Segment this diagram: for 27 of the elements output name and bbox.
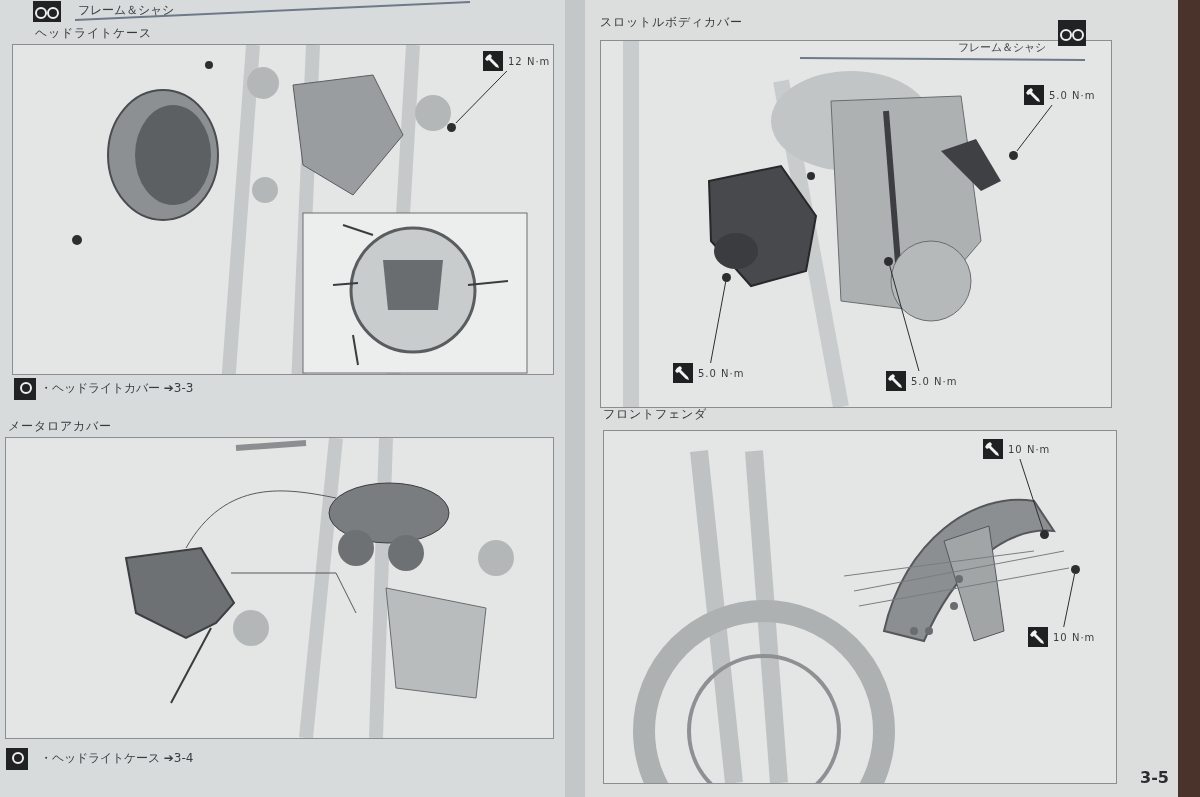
- bolt: [447, 123, 456, 132]
- leader-line: [455, 70, 508, 124]
- bolt: [1071, 565, 1080, 574]
- bolt: [884, 257, 893, 266]
- torque-value: 5.0 N·m: [698, 367, 745, 379]
- leader-line: [1016, 104, 1053, 152]
- reference-note: ・ヘッドライトカバー ➔3-3: [40, 380, 194, 397]
- bolt: [1040, 530, 1049, 539]
- torque-value: 5.0 N·m: [1049, 89, 1096, 101]
- reference-note: ・ヘッドライトケース ➔3-4: [40, 750, 194, 767]
- section-heading: フロントフェンダ: [603, 406, 707, 423]
- leader-line: [1063, 573, 1076, 628]
- page-number: 3-5: [1140, 768, 1169, 787]
- section-heading: メータロアカバー: [8, 418, 112, 435]
- torque-value: 10 N·m: [1008, 443, 1051, 455]
- bolt: [1009, 151, 1018, 160]
- chapter-heading: フレーム＆シャシ: [78, 2, 174, 19]
- torque-value: 12 N·m: [508, 55, 551, 67]
- torque-value: 10 N·m: [1053, 631, 1096, 643]
- leader-line: [889, 265, 920, 372]
- torque-value: 5.0 N·m: [911, 375, 958, 387]
- leader-line: [1019, 458, 1044, 531]
- section-heading: スロットルボディカバー: [600, 14, 743, 31]
- leader-line: [710, 281, 727, 364]
- section-heading: ヘッドライトケース: [35, 25, 152, 42]
- bolt: [722, 273, 731, 282]
- chapter-heading: フレーム＆シャシ: [958, 40, 1046, 55]
